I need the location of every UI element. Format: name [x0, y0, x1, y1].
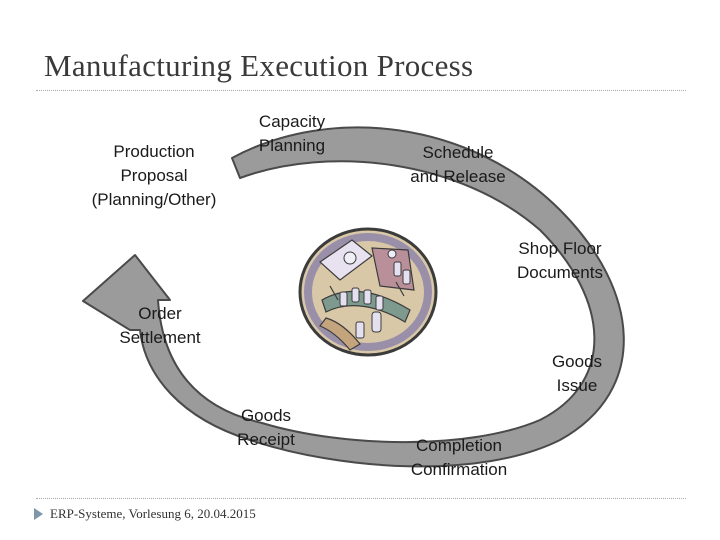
step-goods-issue: Goods Issue: [551, 352, 603, 395]
title-divider: [36, 90, 686, 91]
step-order-settlement: Order Settlement: [119, 304, 201, 347]
slide-title: Manufacturing Execution Process: [44, 48, 474, 83]
step-capacity-planning: Capacity Planning: [258, 112, 326, 155]
cycle-arrow: [82, 126, 625, 468]
step-completion-confirmation: Completion Confirmation: [410, 436, 508, 479]
footer-text: ERP-Systeme, Vorlesung 6, 20.04.2015: [50, 506, 256, 521]
step-goods-receipt: Goods Receipt: [237, 406, 295, 449]
factory-bottling-line-icon: [298, 227, 438, 357]
step-shop-floor-documents: Shop Floor Documents: [517, 239, 603, 282]
step-production-proposal: Production Proposal (Planning/Other): [91, 142, 217, 209]
step-schedule-release: Schedule and Release: [410, 143, 506, 186]
footer-divider: [36, 498, 686, 499]
footer-bullet-icon: [34, 508, 43, 520]
